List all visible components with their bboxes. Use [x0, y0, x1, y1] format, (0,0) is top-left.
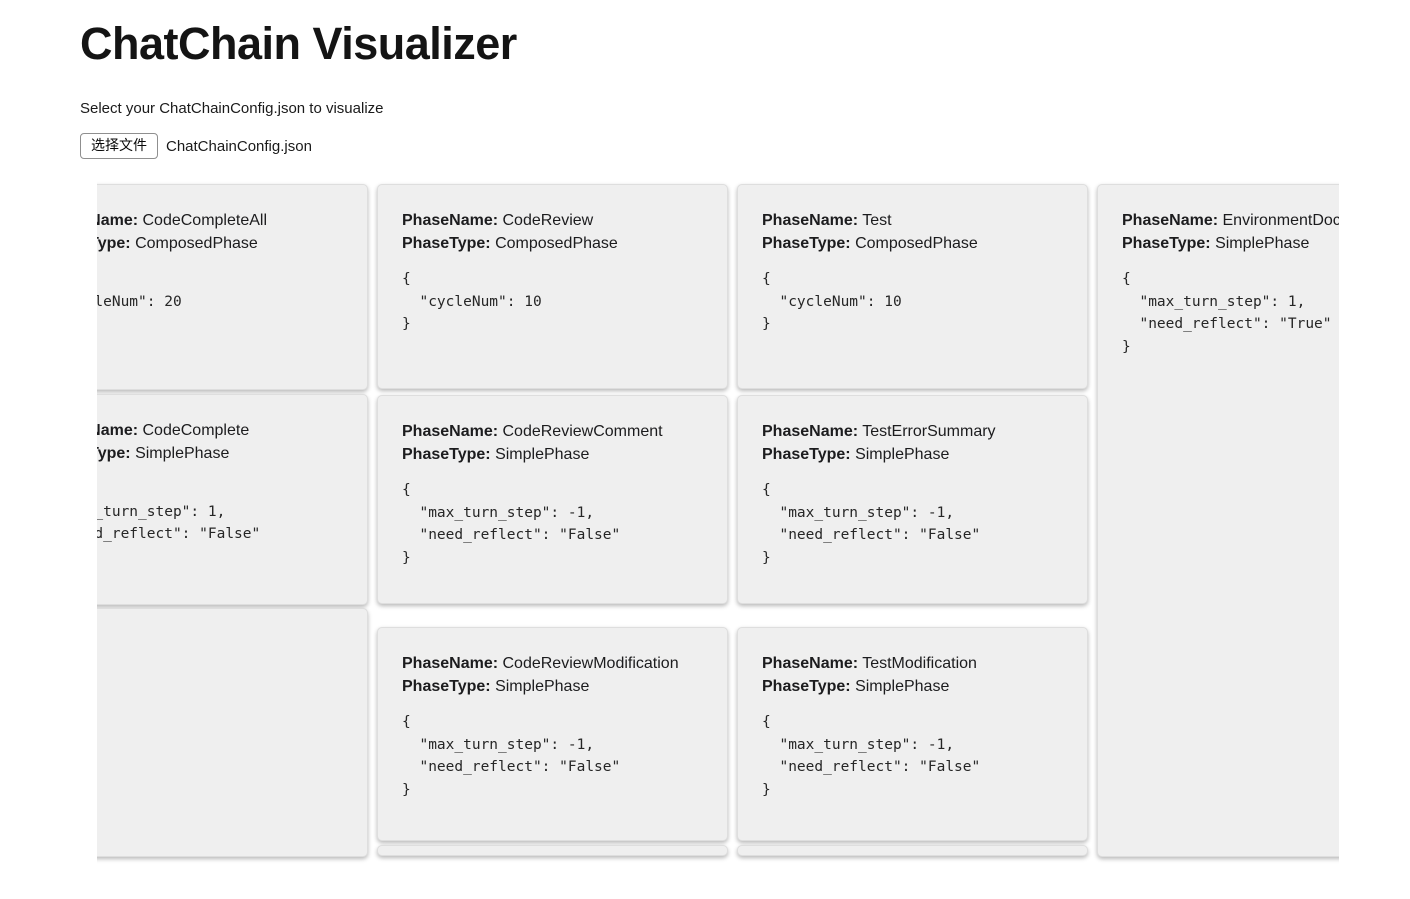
phase-type-value: SimplePhase [1215, 235, 1310, 252]
phase-type-line: PhaseType: ComposedPhase [402, 232, 703, 255]
file-input-row: 选择文件 ChatChainConfig.json [80, 133, 312, 159]
phase-type-line: PhaseType: SimplePhase [97, 442, 343, 465]
phase-type-label: PhaseType: [1122, 235, 1211, 252]
phase-card-code-review: PhaseName: CodeReview PhaseType: Compose… [377, 184, 728, 389]
phase-card-environment-doc: PhaseName: EnvironmentDoc PhaseType: Sim… [1097, 184, 1339, 857]
phase-type-line: PhaseType: SimplePhase [402, 443, 703, 466]
phase-name-line: PhaseName: CodeComplete [97, 419, 343, 442]
phase-card-empty [377, 845, 728, 856]
phase-name-line: PhaseName: CodeCompleteAll [97, 209, 343, 232]
phase-column-1: PhaseName: CodeCompleteAll PhaseType: Co… [97, 184, 368, 857]
phase-type-value: SimplePhase [855, 446, 950, 463]
phase-card-code-complete-all: PhaseName: CodeCompleteAll PhaseType: Co… [97, 184, 368, 390]
phase-type-label: PhaseType: [97, 445, 131, 462]
phase-name-label: PhaseName: [97, 422, 139, 439]
choose-file-button[interactable]: 选择文件 [80, 133, 158, 159]
phase-name-value: CodeCompleteAll [142, 212, 268, 229]
phase-name-line: PhaseName: CodeReviewModification [402, 652, 703, 675]
phase-name-line: PhaseName: CodeReviewComment [402, 420, 703, 443]
phase-type-value: SimplePhase [495, 446, 590, 463]
phase-type-value: SimplePhase [855, 678, 950, 695]
phase-column-4: PhaseName: EnvironmentDoc PhaseType: Sim… [1097, 184, 1339, 857]
phase-type-value: SimplePhase [495, 678, 590, 695]
phase-name-value: CodeReview [502, 212, 594, 229]
phase-card-code-review-comment: PhaseName: CodeReviewComment PhaseType: … [377, 395, 728, 604]
phase-card-empty [97, 608, 368, 857]
phase-name-label: PhaseName: [402, 655, 499, 672]
phase-config-json: { "cycleNum": 10 } [762, 271, 902, 332]
phase-type-label: PhaseType: [402, 678, 491, 695]
phase-type-line: PhaseType: SimplePhase [402, 675, 703, 698]
phase-name-line: PhaseName: Test [762, 209, 1063, 232]
phase-config-json: { "cycleNum": 10 } [402, 271, 542, 332]
phase-type-line: PhaseType: ComposedPhase [762, 232, 1063, 255]
phase-config-json: { "max_turn_step": -1, "need_reflect": "… [762, 714, 981, 798]
phase-config-json: { "cycleNum": 20 } [97, 293, 182, 310]
phase-config-json: { "max_turn_step": -1, "need_reflect": "… [402, 714, 621, 798]
phase-type-label: PhaseType: [762, 235, 851, 252]
phase-name-label: PhaseName: [402, 212, 499, 229]
phase-type-label: PhaseType: [402, 235, 491, 252]
phase-name-label: PhaseName: [402, 423, 499, 440]
phase-type-line: PhaseType: SimplePhase [1122, 232, 1339, 255]
phase-name-value: CodeReviewComment [502, 423, 663, 440]
phase-name-label: PhaseName: [1122, 212, 1219, 229]
phase-name-line: PhaseName: TestErrorSummary [762, 420, 1063, 443]
phase-name-label: PhaseName: [762, 423, 859, 440]
page-title: ChatChain Visualizer [80, 18, 517, 69]
phase-name-line: PhaseName: CodeReview [402, 209, 703, 232]
phase-type-line: PhaseType: ComposedPhase [97, 232, 343, 255]
selected-file-name: ChatChainConfig.json [166, 137, 312, 155]
phase-name-value: TestModification [862, 655, 977, 672]
phase-card-code-review-modification: PhaseName: CodeReviewModification PhaseT… [377, 627, 728, 841]
phase-config-json: { "max_turn_step": -1, "need_reflect": "… [402, 482, 621, 566]
phase-type-label: PhaseType: [97, 235, 131, 252]
instruction-text: Select your ChatChainConfig.json to visu… [80, 100, 384, 117]
phase-name-line: PhaseName: TestModification [762, 652, 1063, 675]
phase-name-value: CodeReviewModification [502, 655, 679, 672]
phase-type-label: PhaseType: [762, 678, 851, 695]
phase-type-value: ComposedPhase [495, 235, 618, 252]
phase-card-test-modification: PhaseName: TestModification PhaseType: S… [737, 627, 1088, 841]
phase-config-json: { "max_turn_step": 1, "need_reflect": "T… [1122, 271, 1332, 355]
phase-config-json: { "max_turn_step": 1, "need_reflect": "F… [97, 503, 261, 543]
phase-card-test: PhaseName: Test PhaseType: ComposedPhase… [737, 184, 1088, 389]
phase-name-value: CodeComplete [142, 422, 250, 439]
phase-name-label: PhaseName: [762, 212, 859, 229]
phase-config-json: { "max_turn_step": -1, "need_reflect": "… [762, 482, 981, 566]
phase-board: PhaseName: CodeCompleteAll PhaseType: Co… [97, 178, 1339, 857]
phase-name-value: EnvironmentDoc [1222, 212, 1340, 229]
phase-column-2: PhaseName: CodeReview PhaseType: Compose… [377, 184, 728, 857]
phase-name-value: TestErrorSummary [862, 423, 996, 440]
phase-type-value: ComposedPhase [855, 235, 978, 252]
phase-name-line: PhaseName: EnvironmentDoc [1122, 209, 1339, 232]
phase-type-line: PhaseType: SimplePhase [762, 443, 1063, 466]
phase-name-value: Test [862, 212, 892, 229]
phase-type-label: PhaseType: [762, 446, 851, 463]
phase-card-empty [737, 845, 1088, 856]
phase-name-label: PhaseName: [762, 655, 859, 672]
phase-card-test-error-summary: PhaseName: TestErrorSummary PhaseType: S… [737, 395, 1088, 604]
phase-type-label: PhaseType: [402, 446, 491, 463]
phase-type-value: ComposedPhase [135, 235, 258, 252]
phase-board-viewport[interactable]: PhaseName: CodeCompleteAll PhaseType: Co… [97, 178, 1339, 868]
phase-card-code-complete: PhaseName: CodeComplete PhaseType: Simpl… [97, 394, 368, 605]
phase-column-3: PhaseName: Test PhaseType: ComposedPhase… [737, 184, 1088, 857]
phase-type-value: SimplePhase [135, 445, 230, 462]
phase-name-label: PhaseName: [97, 212, 139, 229]
phase-type-line: PhaseType: SimplePhase [762, 675, 1063, 698]
